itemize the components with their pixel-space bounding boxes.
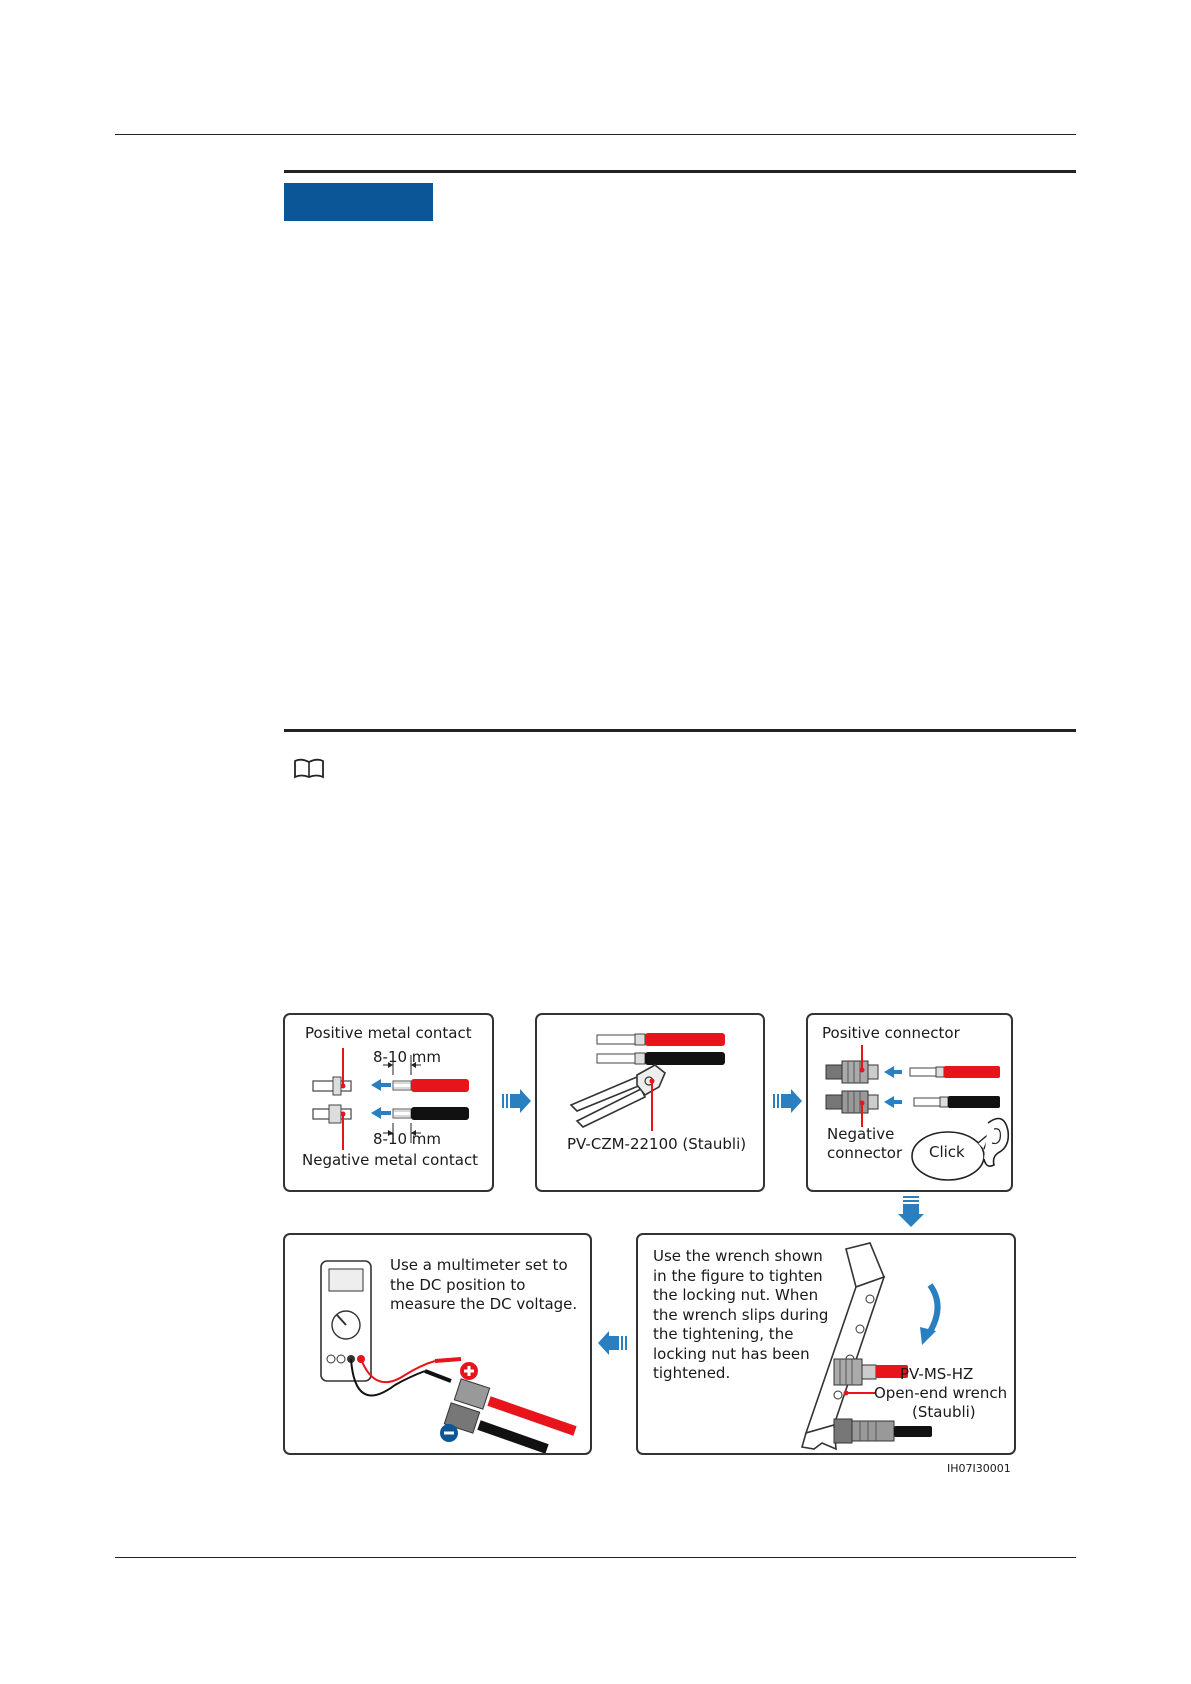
wrench-illustration — [800, 1242, 941, 1451]
panel-crimp-contacts: PV-CZM-22100 (Staubli) — [535, 1013, 765, 1192]
metal-contacts-illustration — [312, 1048, 469, 1150]
flow-arrow-right-icon — [773, 1089, 802, 1113]
instruction-line: Use the wrench shown — [653, 1247, 823, 1265]
figure-code: IH07I30001 — [947, 1462, 1011, 1475]
wrench-instruction-text: Use the wrench shown in the figure to ti… — [653, 1247, 843, 1384]
flow-arrow-down-icon — [898, 1196, 924, 1227]
panel-measure-voltage: Use a multimeter set to the DC position … — [283, 1233, 592, 1455]
instruction-line: locking nut has been — [653, 1344, 810, 1363]
notice-top-rule — [284, 170, 1076, 173]
flow-arrow-left-icon — [598, 1331, 627, 1355]
multimeter-illustration — [320, 1260, 577, 1453]
instruction-line: Use a multimeter set to — [390, 1256, 568, 1274]
notice-bottom-rule — [284, 729, 1076, 732]
flow-arrow-right-icon — [502, 1089, 531, 1113]
wrench-brand-label: (Staubli) — [912, 1403, 976, 1421]
header-rule — [115, 134, 1076, 135]
book-icon — [294, 758, 324, 779]
wrench-type-label: Open-end wrench — [874, 1384, 1008, 1402]
crimping-tool-illustration — [569, 1033, 725, 1131]
wrench-model-label: PV-MS-HZ — [900, 1365, 974, 1383]
instruction-line: the locking nut. When — [653, 1286, 819, 1304]
multimeter-instruction-text: Use a multimeter set to the DC position … — [390, 1256, 590, 1315]
negative-metal-contact-label: Negative metal contact — [302, 1151, 479, 1169]
instruction-line: the wrench slips during — [653, 1305, 829, 1324]
instruction-line: tightened. — [653, 1364, 731, 1382]
footer-rule — [115, 1557, 1076, 1558]
positive-metal-contact-label: Positive metal contact — [305, 1024, 472, 1042]
instruction-line: the tightening, the — [653, 1325, 794, 1343]
negative-connector-label-line2: connector — [827, 1144, 903, 1162]
panel-tighten-nut: Use the wrench shown in the figure to ti… — [636, 1233, 1016, 1455]
panel-insert-contacts: Positive connector Negative connector Cl… — [806, 1013, 1013, 1192]
connector-assembly-illustration — [825, 1045, 1010, 1181]
crimping-tool-label: PV-CZM-22100 (Staubli) — [567, 1135, 747, 1153]
positive-connector-label: Positive connector — [822, 1024, 960, 1042]
strip-length-top-label: 8-10 mm — [373, 1048, 442, 1066]
instruction-line: measure the DC voltage. — [390, 1295, 578, 1313]
instruction-line: in the figure to tighten — [653, 1266, 823, 1285]
panel-strip-cable: Positive metal contact 8-10 mm 8-10 mm N… — [283, 1013, 494, 1192]
instruction-line: the DC position to — [390, 1275, 526, 1294]
strip-length-bottom-label: 8-10 mm — [373, 1130, 442, 1148]
negative-connector-label-line1: Negative — [827, 1125, 895, 1143]
notice-badge — [284, 183, 433, 221]
click-label: Click — [929, 1143, 965, 1161]
